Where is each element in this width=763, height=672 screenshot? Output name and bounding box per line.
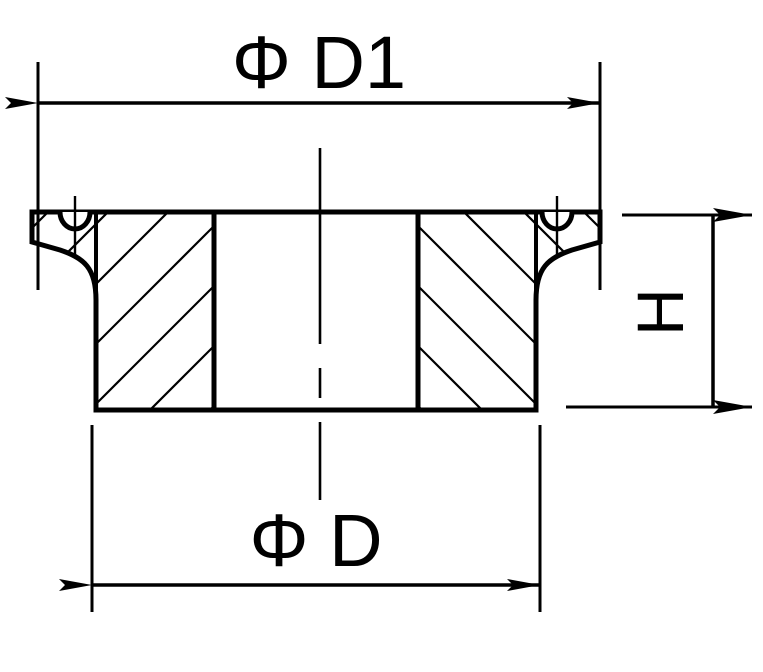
hatch-flange-right <box>418 212 600 410</box>
flange-left-outline <box>29 209 217 413</box>
dimension-body-diameter: Φ D <box>59 425 542 612</box>
label-height: H <box>623 288 697 336</box>
groove-right <box>539 196 575 255</box>
dimension-outer-diameter: Φ D1 <box>5 21 602 290</box>
part-geometry <box>29 196 603 413</box>
label-outer-diameter: Φ D1 <box>232 21 406 104</box>
dimension-height: H <box>566 208 752 414</box>
hatch-flange-left <box>32 212 214 410</box>
label-body-diameter: Φ D <box>249 499 382 582</box>
groove-left <box>57 196 93 255</box>
flange-right-outline <box>415 209 603 413</box>
